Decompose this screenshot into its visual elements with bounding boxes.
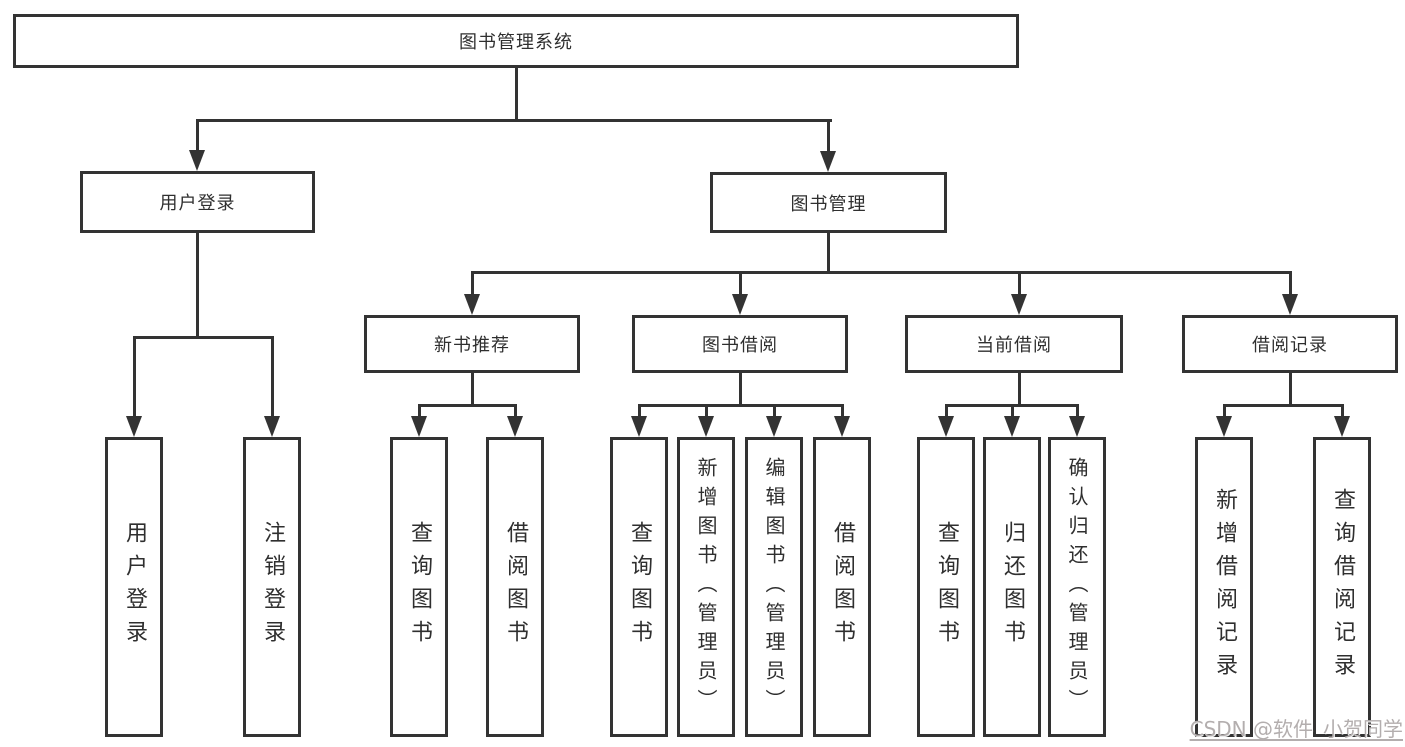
arrowhead bbox=[631, 416, 647, 437]
connector-stem bbox=[773, 404, 776, 417]
connector-borrowrecord-stem bbox=[1289, 373, 1292, 407]
node-label: 借阅记录 bbox=[1252, 335, 1328, 356]
leaf-logout: 注销登录 bbox=[243, 437, 301, 737]
arrowhead bbox=[1216, 416, 1232, 437]
arrowhead bbox=[1011, 294, 1027, 315]
connector-stem bbox=[1076, 404, 1079, 417]
arrowhead bbox=[264, 416, 280, 437]
connector-bookmgmt-split bbox=[471, 271, 1291, 274]
node-label: 图书管理 bbox=[790, 193, 867, 215]
connector-stem bbox=[638, 404, 641, 417]
leaf-query-borrow-record: 查询借阅记录 bbox=[1313, 437, 1371, 737]
connector-bookborrow-stem bbox=[739, 373, 742, 407]
node-label: 图书管理系统 bbox=[459, 32, 573, 53]
arrowhead bbox=[1069, 416, 1085, 437]
leaf-add-books-admin: 新增图书（管理员） bbox=[677, 437, 735, 737]
node-user-login: 用户登录 bbox=[80, 171, 315, 233]
connector-stem bbox=[418, 404, 421, 417]
arrowhead bbox=[1004, 416, 1020, 437]
arrowhead bbox=[464, 294, 480, 315]
connector-stem bbox=[471, 271, 474, 295]
connector-newbook-stem bbox=[471, 373, 474, 407]
connector-newbook-split bbox=[418, 404, 517, 407]
node-book-borrowing: 图书借阅 bbox=[632, 315, 848, 373]
leaf-label: 注销登录 bbox=[260, 521, 285, 653]
node-label: 图书借阅 bbox=[702, 335, 778, 356]
leaf-query-books-1: 查询图书 bbox=[390, 437, 448, 737]
connector-userlogin-split bbox=[133, 336, 274, 339]
arrowhead bbox=[411, 416, 427, 437]
arrowhead bbox=[189, 150, 205, 171]
leaf-borrow-books-2: 借阅图书 bbox=[813, 437, 871, 737]
arrowhead bbox=[1334, 416, 1350, 437]
leaf-confirm-return-admin: 确认归还（管理员） bbox=[1048, 437, 1106, 737]
node-label: 用户登录 bbox=[159, 193, 236, 214]
leaf-query-books-2: 查询图书 bbox=[610, 437, 668, 737]
node-library-management-system: 图书管理系统 bbox=[13, 14, 1019, 68]
leaf-label: 新增借阅记录 bbox=[1212, 488, 1237, 686]
connector-bookmgmt-stem bbox=[827, 233, 830, 274]
leaf-label: 查询图书 bbox=[407, 521, 432, 653]
node-book-management: 图书管理 bbox=[710, 172, 947, 233]
connector-root-split bbox=[196, 119, 832, 122]
leaf-label: 借阅图书 bbox=[830, 521, 855, 653]
connector-stem bbox=[1011, 404, 1014, 417]
connector-bookborrow-split bbox=[638, 404, 844, 407]
leaf-edit-books-admin: 编辑图书（管理员） bbox=[745, 437, 803, 737]
leaf-label: 查询图书 bbox=[934, 521, 959, 653]
arrowhead bbox=[732, 294, 748, 315]
leaf-label: 编辑图书（管理员） bbox=[762, 456, 786, 718]
connector-stem bbox=[1223, 404, 1226, 417]
connector-stem bbox=[1289, 271, 1292, 295]
connector-stem bbox=[945, 404, 948, 417]
arrowhead bbox=[834, 416, 850, 437]
arrowhead bbox=[126, 416, 142, 437]
connector-stem bbox=[514, 404, 517, 417]
connector-stem bbox=[196, 119, 199, 151]
connector-stem bbox=[841, 404, 844, 417]
connector-stem bbox=[133, 336, 136, 417]
connector-stem bbox=[1018, 271, 1021, 295]
node-new-book-recommend: 新书推荐 bbox=[364, 315, 580, 373]
leaf-return-books: 归还图书 bbox=[983, 437, 1041, 737]
leaf-label: 新增图书（管理员） bbox=[694, 456, 718, 718]
leaf-label: 确认归还（管理员） bbox=[1065, 456, 1089, 718]
connector-stem bbox=[705, 404, 708, 417]
csdn-watermark: CSDN @软件_小贺同学 bbox=[1189, 717, 1403, 741]
arrowhead bbox=[938, 416, 954, 437]
arrowhead bbox=[1282, 294, 1298, 315]
connector-currentborrow-stem bbox=[1018, 373, 1021, 407]
arrowhead bbox=[507, 416, 523, 437]
node-current-borrowing: 当前借阅 bbox=[905, 315, 1123, 373]
connector-stem bbox=[739, 271, 742, 295]
leaf-borrow-books-1: 借阅图书 bbox=[486, 437, 544, 737]
leaf-label: 查询图书 bbox=[627, 521, 652, 653]
leaf-label: 查询借阅记录 bbox=[1330, 488, 1355, 686]
arrowhead bbox=[766, 416, 782, 437]
node-borrowing-records: 借阅记录 bbox=[1182, 315, 1398, 373]
leaf-label: 用户登录 bbox=[122, 521, 147, 653]
leaf-query-books-3: 查询图书 bbox=[917, 437, 975, 737]
arrowhead bbox=[698, 416, 714, 437]
connector-stem bbox=[1341, 404, 1344, 417]
arrowhead bbox=[820, 151, 836, 172]
leaf-label: 归还图书 bbox=[1000, 521, 1025, 653]
connector-userlogin-stem bbox=[196, 233, 199, 339]
leaf-add-borrow-record: 新增借阅记录 bbox=[1195, 437, 1253, 737]
connector-root-stem bbox=[515, 68, 518, 120]
connector-stem bbox=[271, 336, 274, 417]
leaf-label: 借阅图书 bbox=[503, 521, 528, 653]
node-label: 新书推荐 bbox=[434, 335, 510, 356]
leaf-user-login: 用户登录 bbox=[105, 437, 163, 737]
connector-borrowrecord-split bbox=[1223, 404, 1344, 407]
node-label: 当前借阅 bbox=[976, 335, 1052, 356]
connector-stem bbox=[827, 119, 830, 152]
